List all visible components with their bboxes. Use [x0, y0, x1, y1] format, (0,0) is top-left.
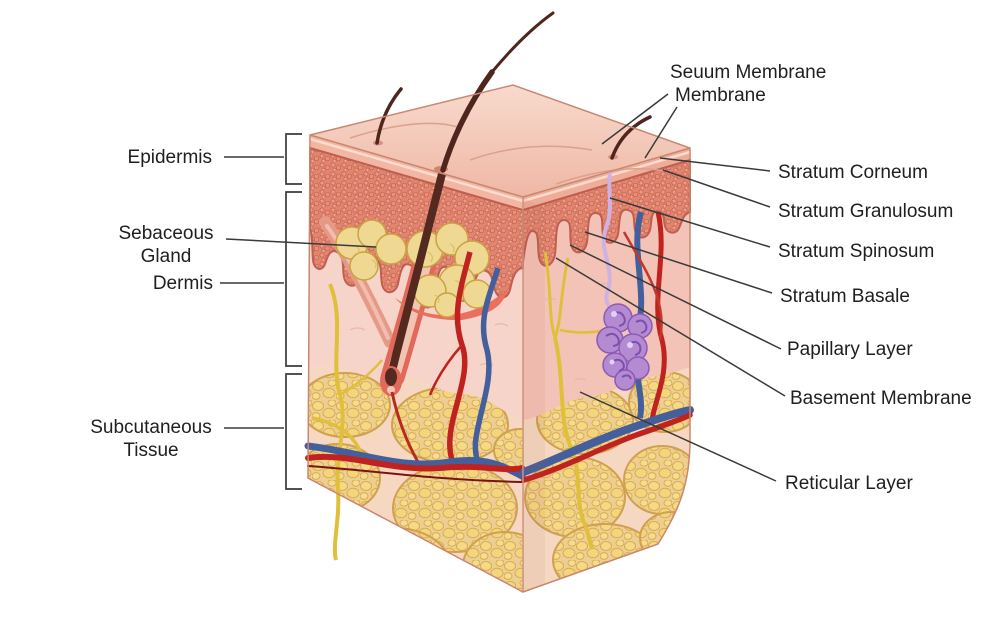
label-serum-membrane: Seuum Membrane Membrane [670, 61, 826, 107]
leader-serum-membrane-1 [601, 93, 669, 145]
artery-path-left [390, 251, 473, 470]
leader-basement-membrane [555, 257, 786, 397]
subcutaneous-vessel-bundle-right [520, 406, 694, 483]
label-stratum-basale: Stratum Basale [780, 286, 910, 307]
label-sebaceous-gland: Sebaceous Gland [105, 222, 227, 268]
block-outline [307, 84, 691, 593]
nerve-path-left [311, 283, 383, 561]
bracket-subcutaneous [285, 373, 302, 490]
label-dermis: Dermis [152, 273, 213, 294]
label-subcutaneous-line1: Subcutaneous [90, 417, 212, 438]
range-brackets [285, 133, 302, 490]
label-stratum-granulosum: Stratum Granulosum [778, 201, 954, 222]
leader-serum-membrane-2 [644, 106, 678, 159]
label-stratum-corneum: Stratum Corneum [778, 162, 928, 183]
leader-papillary-layer [569, 244, 782, 350]
leader-stratum-basale [584, 231, 773, 294]
label-basement-membrane: Basement Membrane [790, 388, 972, 409]
subcutaneous-vessel-bundle-left [304, 442, 526, 483]
label-papillary-layer: Papillary Layer [787, 339, 913, 360]
leader-stratum-spinosum [609, 197, 771, 248]
label-epidermis: Epidermis [127, 147, 212, 168]
label-serum-membrane-line2: Membrane [675, 85, 766, 106]
leader-stratum-granulosum [662, 169, 771, 208]
leader-reticular-layer [579, 391, 777, 482]
epidermis-band-right [522, 148, 691, 267]
label-subcutaneous-line2: Tissue [123, 440, 179, 461]
leader-sebaceous-gland [225, 238, 377, 248]
sebaceous-gland-shape [335, 219, 507, 321]
nerve-path-right [543, 251, 605, 549]
label-sebaceous-line1: Sebaceous [118, 223, 214, 244]
skin-surface-top-face [310, 85, 690, 197]
label-subcutaneous-tissue: Subcutaneous Tissue [85, 416, 217, 462]
hair-shafts-above-surface [375, 11, 652, 173]
label-serum-membrane-line1: Seuum Membrane [670, 62, 827, 83]
leader-stratum-corneum [659, 157, 771, 172]
hair-shaft-follicle [380, 166, 447, 396]
label-reticular-layer: Reticular Layer [785, 473, 913, 494]
leader-lines [220, 93, 786, 482]
sweat-gland-shape [596, 162, 653, 391]
label-stratum-spinosum: Stratum Spinosum [778, 241, 935, 262]
vein-path-left [472, 267, 501, 469]
bracket-epidermis [285, 133, 302, 185]
bracket-dermis [285, 191, 302, 367]
label-sebaceous-line2: Gland [140, 246, 192, 267]
